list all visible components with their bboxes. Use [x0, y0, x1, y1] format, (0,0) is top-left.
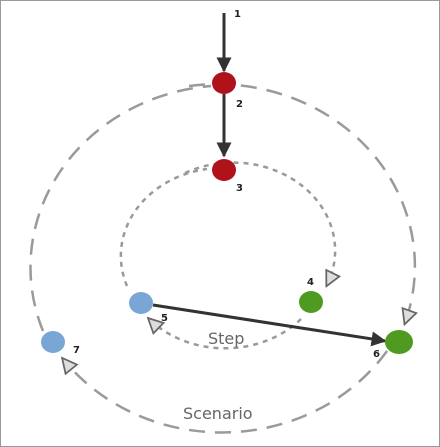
node-label-6: 6: [373, 349, 380, 360]
step-arc-left: [119, 167, 208, 287]
node-2: [212, 72, 236, 94]
scenario-arc-right: [188, 82, 415, 323]
node-3: [212, 159, 236, 181]
node-label-5: 5: [161, 313, 168, 324]
node-4: [299, 291, 323, 313]
entry-label-1: 1: [234, 9, 241, 20]
node-label-2: 2: [236, 99, 243, 110]
scenario-loop: [29, 82, 415, 434]
step-arc-bottom: [149, 319, 302, 350]
step-arc-right: [184, 161, 335, 285]
node-label-7: 7: [73, 345, 80, 356]
nodes: [41, 72, 413, 354]
step-loop: [119, 161, 335, 350]
solid-arrows: [152, 13, 387, 347]
node-5: [129, 292, 153, 314]
scenario-arc-left: [29, 84, 212, 332]
arrow-node-5-to-node-6: [152, 303, 387, 347]
step-loop-label: Step: [208, 329, 244, 348]
node-6: [385, 330, 413, 354]
node-7: [41, 331, 65, 353]
node-label-4: 4: [307, 277, 314, 288]
node-labels: 1 2 3 4 5 6 7: [73, 9, 380, 360]
scenario-loop-label: Scenario: [183, 404, 253, 423]
scenario-arc-bottom: [63, 350, 389, 434]
node-label-3: 3: [236, 183, 243, 194]
